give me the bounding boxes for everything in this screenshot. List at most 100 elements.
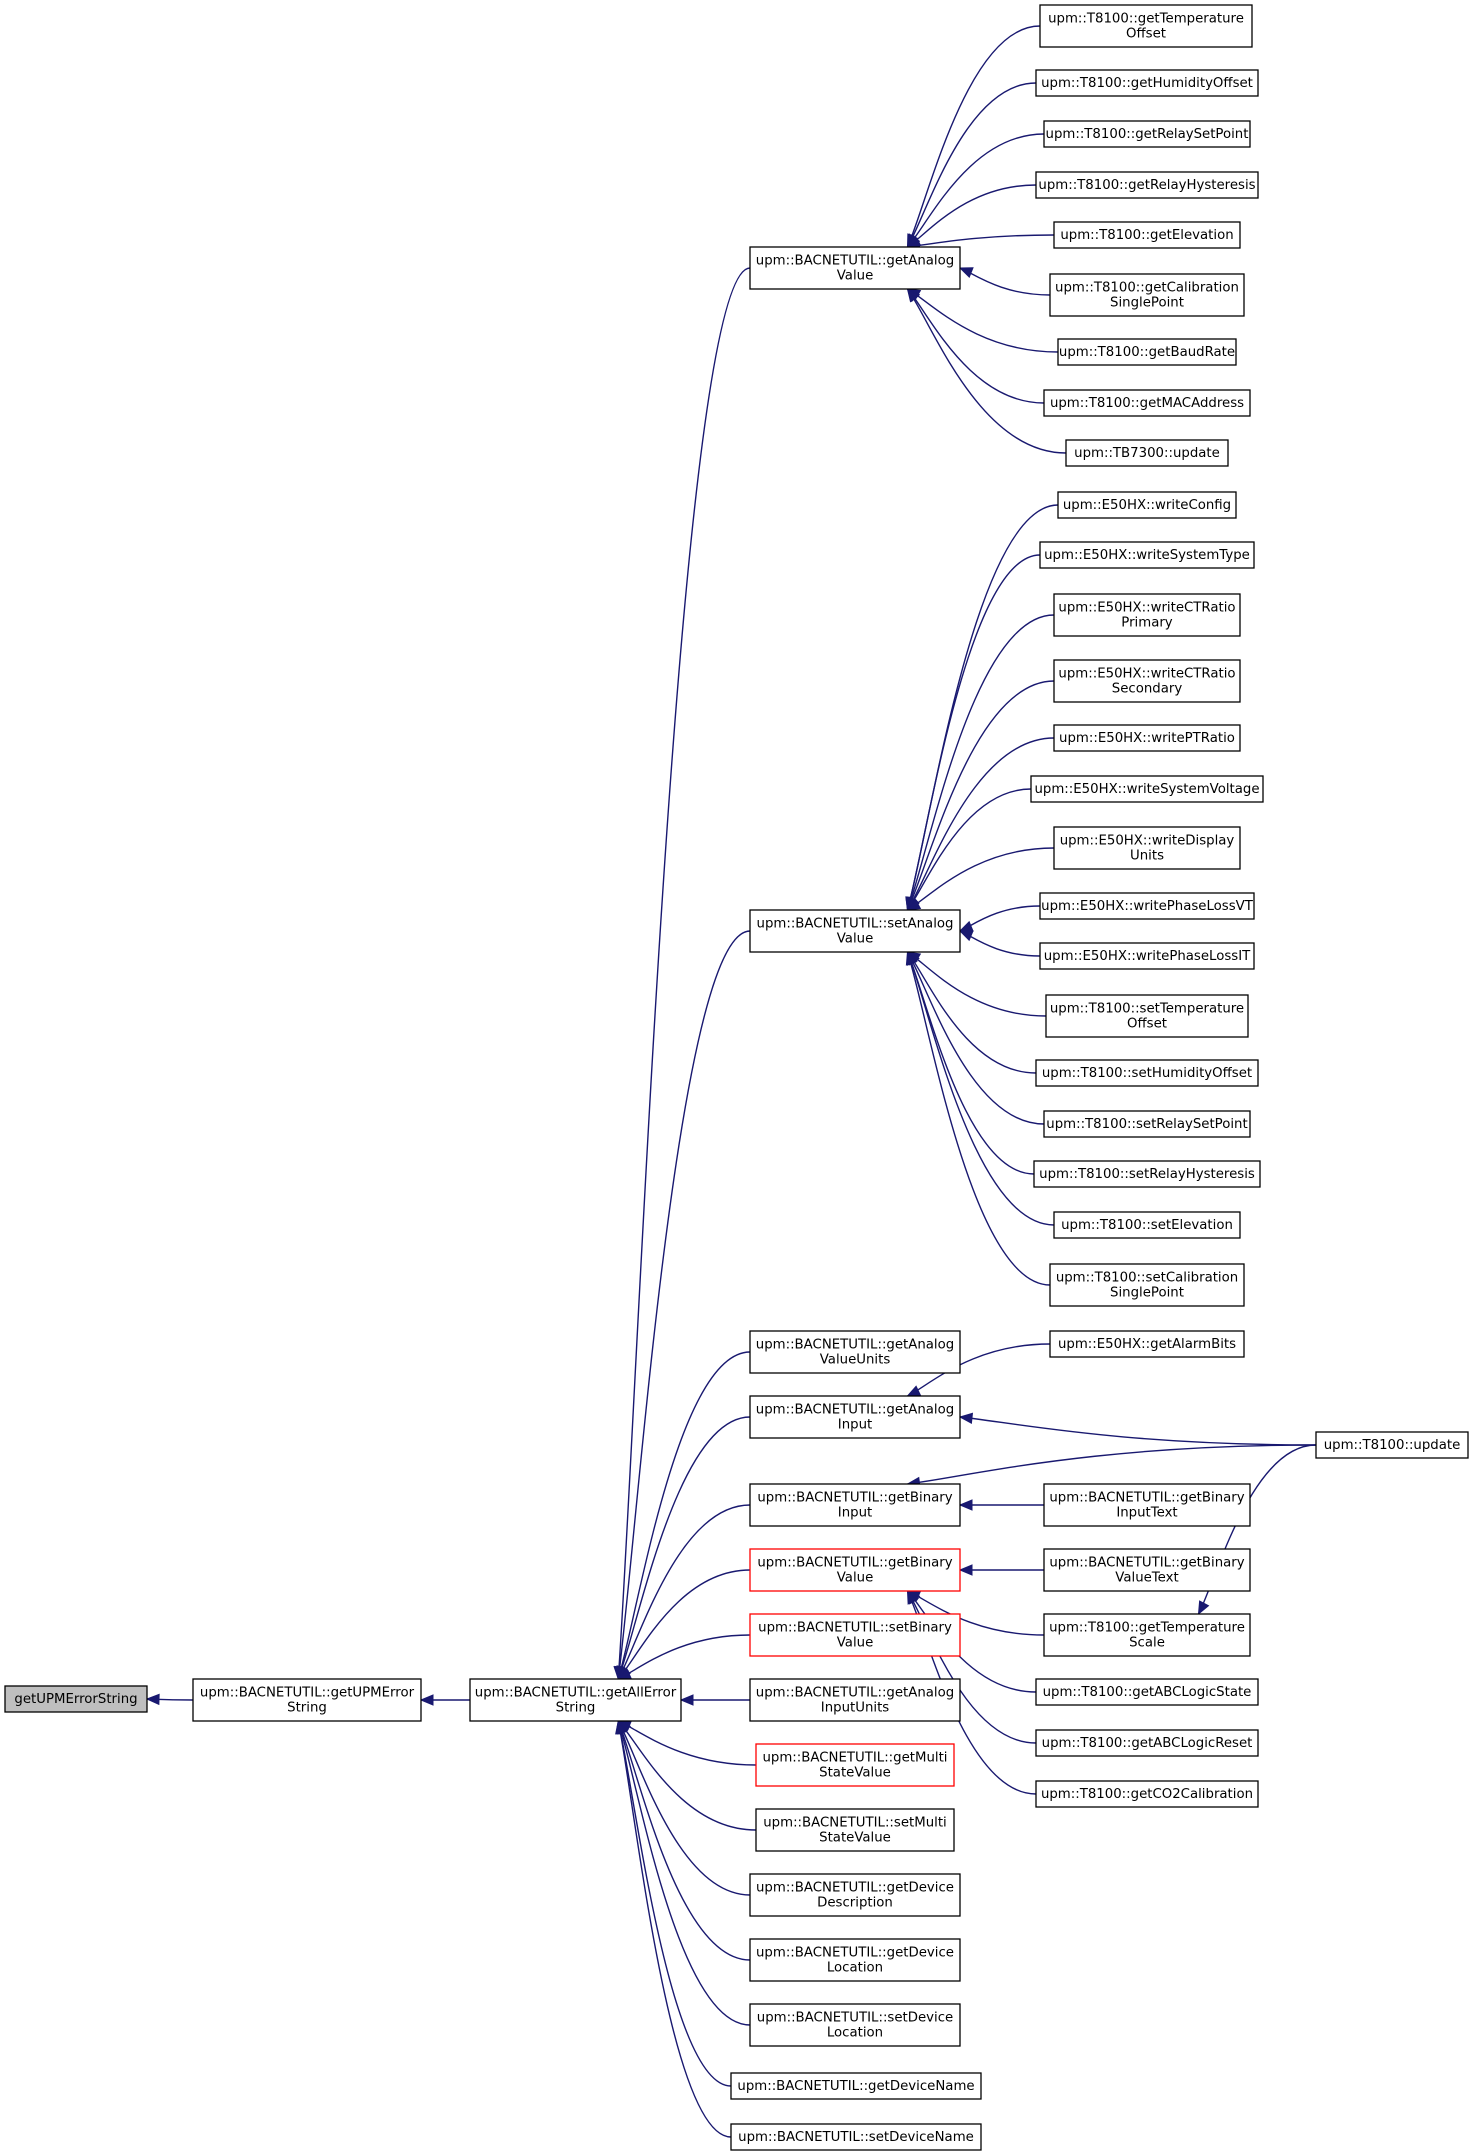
node-box[interactable] — [1033, 1160, 1261, 1188]
node-upm-t8100-update[interactable]: upm::T8100::update — [1315, 1431, 1469, 1459]
node-box[interactable] — [730, 2123, 982, 2151]
node-box[interactable] — [1035, 171, 1259, 199]
node-upm-t8100-getabclogicreset[interactable]: upm::T8100::getABCLogicReset — [1035, 1729, 1259, 1757]
node-upm-t8100-getmacaddress[interactable]: upm::T8100::getMACAddress — [1043, 389, 1251, 417]
node-box[interactable] — [1043, 120, 1251, 148]
node-box[interactable] — [1035, 1678, 1259, 1706]
node-box[interactable] — [749, 1873, 961, 1917]
node-upm-t8100-setrelayhysteresis[interactable]: upm::T8100::setRelayHysteresis — [1033, 1160, 1261, 1188]
node-box[interactable] — [1039, 4, 1253, 48]
node-upm-t8100-getbaudrate[interactable]: upm::T8100::getBaudRate — [1057, 338, 1237, 366]
node-box[interactable] — [1053, 593, 1241, 637]
node-box[interactable] — [749, 246, 961, 290]
node-box[interactable] — [1043, 389, 1251, 417]
node-box[interactable] — [749, 909, 961, 953]
node-box[interactable] — [1315, 1431, 1469, 1459]
node-box[interactable] — [1035, 69, 1259, 97]
node-box[interactable] — [4, 1685, 148, 1713]
node-box[interactable] — [1057, 491, 1237, 519]
node-box[interactable] — [1043, 1548, 1251, 1592]
node-upm-t8100-getrelayhysteresis[interactable]: upm::T8100::getRelayHysteresis — [1035, 171, 1259, 199]
node-box[interactable] — [1043, 1613, 1251, 1657]
node-upm-t8100-getco2calibration[interactable]: upm::T8100::getCO2Calibration — [1035, 1780, 1259, 1808]
node-box[interactable] — [1039, 541, 1255, 569]
node-box[interactable] — [755, 1808, 955, 1852]
node-box[interactable] — [1045, 994, 1249, 1038]
node-box[interactable] — [1043, 1483, 1251, 1527]
node-box[interactable] — [1049, 1263, 1245, 1307]
node-box[interactable] — [1057, 338, 1237, 366]
node-box[interactable] — [749, 1330, 961, 1374]
node-box[interactable] — [1043, 1110, 1251, 1138]
node-box[interactable] — [1049, 273, 1245, 317]
node-box[interactable] — [749, 1548, 961, 1592]
node-upm-t8100-getelevation[interactable]: upm::T8100::getElevation — [1053, 221, 1241, 249]
node-box[interactable] — [749, 1395, 961, 1439]
node-upm-bacnetutil-getupmerrorstring[interactable]: upm::BACNETUTIL::getUPMErrorString — [192, 1678, 422, 1722]
node-upm-e50hx-writeptratio[interactable]: upm::E50HX::writePTRatio — [1053, 724, 1241, 752]
node-box[interactable] — [1053, 221, 1241, 249]
node-box[interactable] — [749, 1483, 961, 1527]
node-box[interactable] — [755, 1743, 955, 1787]
node-upm-e50hx-writesystemtype[interactable]: upm::E50HX::writeSystemType — [1039, 541, 1255, 569]
node-box[interactable] — [749, 1938, 961, 1982]
node-box[interactable] — [1053, 659, 1241, 703]
node-upm-e50hx-writephaselossit[interactable]: upm::E50HX::writePhaseLossIT — [1039, 942, 1255, 970]
node-box[interactable] — [1053, 1211, 1241, 1239]
node-box[interactable] — [1039, 892, 1255, 920]
node-upm-e50hx-writeconfig[interactable]: upm::E50HX::writeConfig — [1057, 491, 1237, 519]
node-box[interactable] — [1035, 1780, 1259, 1808]
node-upm-t8100-setelevation[interactable]: upm::T8100::setElevation — [1053, 1211, 1241, 1239]
node-box[interactable] — [1035, 1059, 1259, 1087]
node-box[interactable] — [469, 1678, 682, 1722]
node-getupmerrorstring[interactable]: getUPMErrorString — [4, 1685, 148, 1713]
node-box[interactable] — [1065, 439, 1229, 467]
node-upm-t8100-getrelaysetpoint[interactable]: upm::T8100::getRelaySetPoint — [1043, 120, 1251, 148]
node-upm-bacnetutil-setdevicename[interactable]: upm::BACNETUTIL::setDeviceName — [730, 2123, 982, 2151]
node-upm-tb7300-update[interactable]: upm::TB7300::update — [1065, 439, 1229, 467]
node-box[interactable] — [749, 1678, 961, 1722]
node-box[interactable] — [1039, 942, 1255, 970]
node-box[interactable] — [192, 1678, 422, 1722]
node-upm-e50hx-getalarmbits[interactable]: upm::E50HX::getAlarmBits — [1049, 1330, 1245, 1358]
node-box[interactable] — [1030, 775, 1264, 803]
node-box[interactable] — [1049, 1330, 1245, 1358]
node-upm-e50hx-writephaselossvt[interactable]: upm::E50HX::writePhaseLossVT — [1039, 892, 1255, 920]
node-upm-t8100-sethumidityoffset[interactable]: upm::T8100::setHumidityOffset — [1035, 1059, 1259, 1087]
node-box[interactable] — [1053, 724, 1241, 752]
node-box[interactable] — [1053, 826, 1241, 870]
node-upm-bacnetutil-getdevicename[interactable]: upm::BACNETUTIL::getDeviceName — [730, 2072, 982, 2100]
node-box[interactable] — [1035, 1729, 1259, 1757]
node-box[interactable] — [749, 2003, 961, 2047]
node-upm-t8100-gethumidityoffset[interactable]: upm::T8100::getHumidityOffset — [1035, 69, 1259, 97]
node-upm-t8100-setrelaysetpoint[interactable]: upm::T8100::setRelaySetPoint — [1043, 1110, 1251, 1138]
node-upm-t8100-getabclogicstate[interactable]: upm::T8100::getABCLogicState — [1035, 1678, 1259, 1706]
node-box[interactable] — [749, 1613, 961, 1657]
node-upm-e50hx-writesystemvoltage[interactable]: upm::E50HX::writeSystemVoltage — [1030, 775, 1264, 803]
node-box[interactable] — [730, 2072, 982, 2100]
